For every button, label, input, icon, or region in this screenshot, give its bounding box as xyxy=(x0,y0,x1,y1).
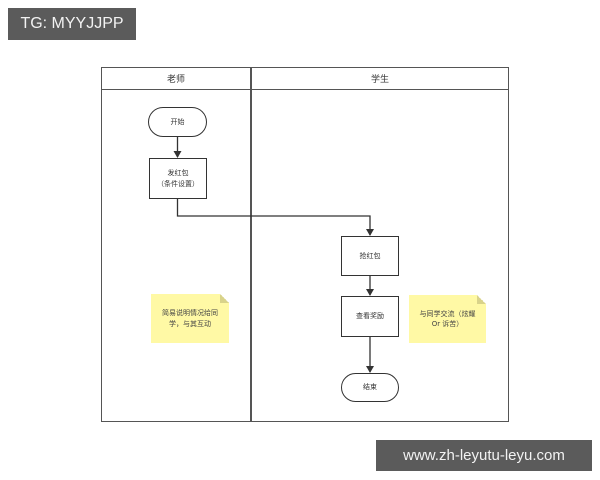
node-view-label: 查看奖励 xyxy=(356,312,384,321)
swimlane-divider xyxy=(250,67,252,422)
node-grab-label: 抢红包 xyxy=(359,251,381,260)
note-fold-icon xyxy=(477,295,486,304)
note-fold-icon xyxy=(220,294,229,303)
watermark-top-left: TG: MYYJJPP xyxy=(8,8,136,40)
note-student-line1: 与同学交流（炫耀 xyxy=(419,309,476,318)
node-start-label: 开始 xyxy=(170,117,185,126)
swimlane-header-student: 学生 xyxy=(251,67,509,90)
node-send-red-packet: 发红包 （条件设置） xyxy=(149,158,207,199)
note-teacher: 简易说明情况给同 学，与其互动 xyxy=(151,294,229,343)
node-send-sublabel: （条件设置） xyxy=(157,179,199,188)
node-grab-red-packet: 抢红包 xyxy=(341,236,399,276)
swimlane-frame xyxy=(101,67,509,422)
note-teacher-line1: 简易说明情况给同 xyxy=(162,309,218,317)
node-start: 开始 xyxy=(148,107,207,137)
note-student: 与同学交流（炫耀 Or 诉苦） xyxy=(409,295,486,343)
node-send-label: 发红包 xyxy=(167,169,189,177)
note-teacher-line2: 学，与其互动 xyxy=(169,319,211,328)
node-end: 结束 xyxy=(341,373,399,402)
watermark-bottom-right: www.zh-leyutu-leyu.com xyxy=(376,440,592,471)
edge-send-to-grab xyxy=(176,199,374,236)
swimlane-header-teacher: 老师 xyxy=(101,67,251,90)
note-student-line2: Or 诉苦） xyxy=(431,320,464,328)
node-end-label: 结束 xyxy=(363,383,377,392)
node-view-reward: 查看奖励 xyxy=(341,296,399,337)
